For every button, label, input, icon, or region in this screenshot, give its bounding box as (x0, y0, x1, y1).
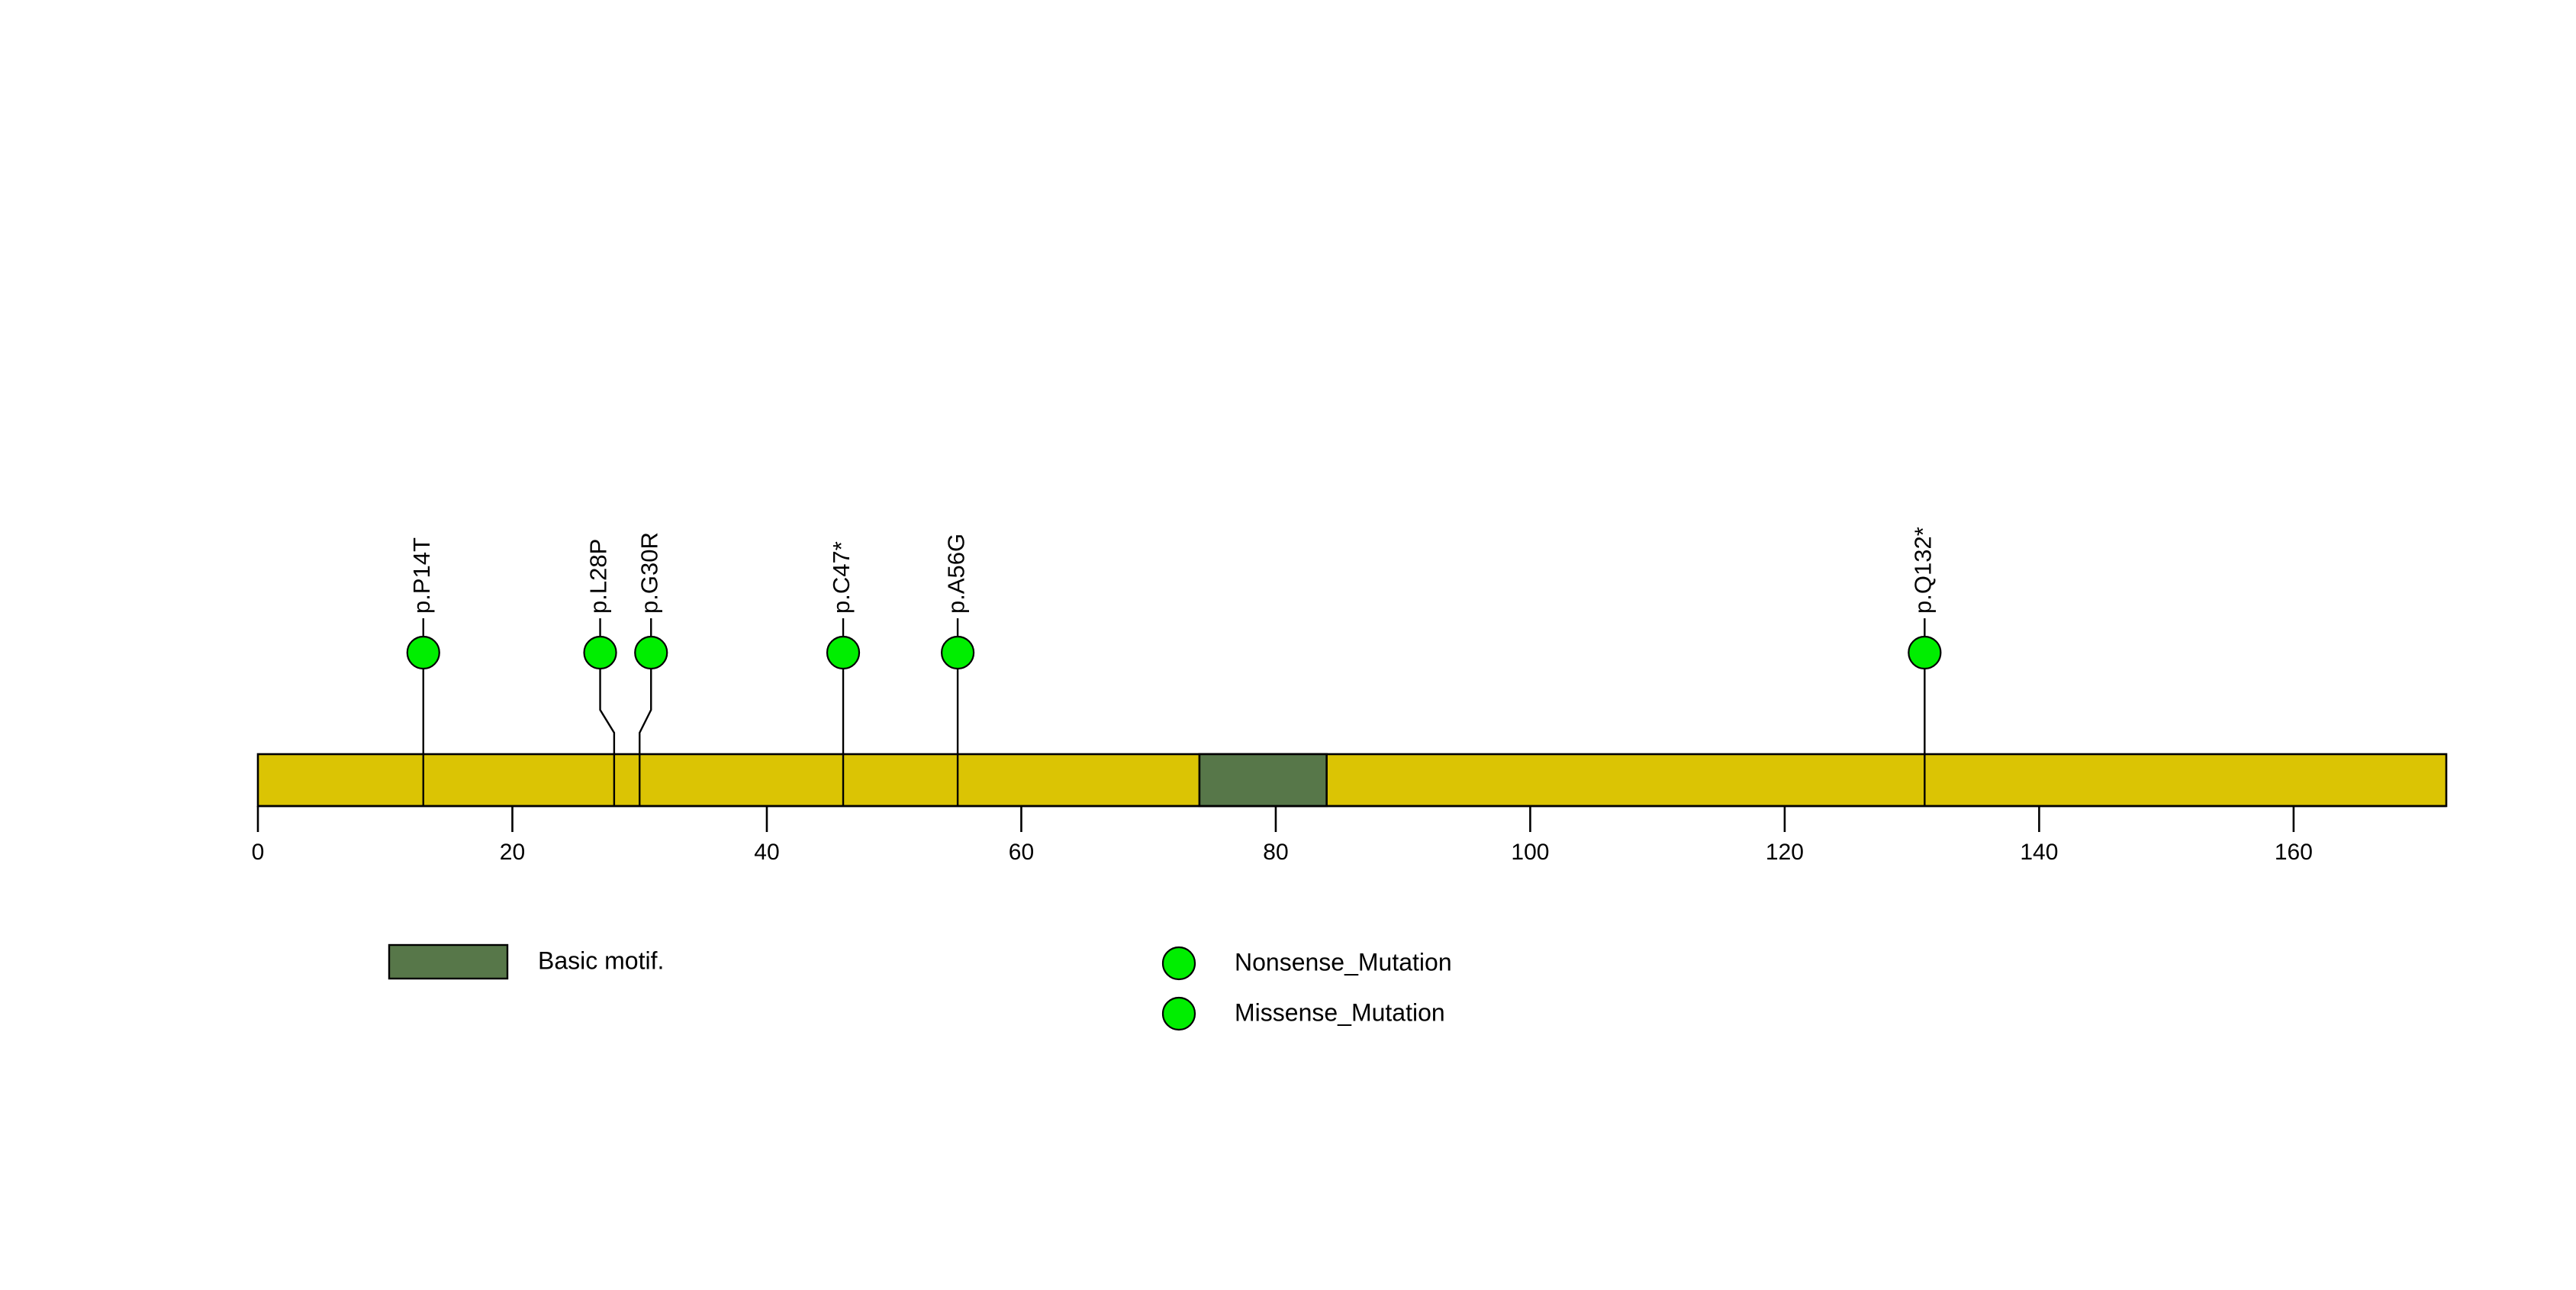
lollipop-head[interactable] (406, 635, 440, 670)
axis-tick-label: 0 (252, 840, 265, 865)
residue-axis: 0 20 40 60 80 100 120 140 160 (252, 805, 2446, 865)
protein-bar[interactable] (256, 753, 2448, 808)
domain-regions[interactable] (1198, 753, 1328, 808)
lollipop-heads[interactable] (406, 635, 1942, 670)
axis-tick-label: 20 (500, 840, 525, 865)
legend-domains[interactable]: Basic motif. (388, 943, 664, 980)
axis-tick-label: 140 (2020, 840, 2058, 865)
mutation-label: p.A56G (942, 534, 969, 614)
mutation-label: p.Q132* (1910, 527, 1937, 614)
axis-tick-label: 120 (1766, 840, 1804, 865)
axis-tick-label: 60 (1009, 840, 1034, 865)
lollipop-head[interactable] (826, 635, 861, 670)
lollipop-head[interactable] (634, 635, 668, 670)
mutation-label: p.P14T (408, 537, 435, 614)
lollipop-head[interactable] (583, 635, 617, 670)
axis-tick-label: 40 (754, 840, 779, 865)
lollipop-head[interactable] (940, 635, 975, 670)
lollipop-head[interactable] (1908, 635, 1942, 670)
axis-tick-label: 80 (1263, 840, 1288, 865)
axis-tick-label: 160 (2275, 840, 2313, 865)
legend-mutation-label: Missense_Mutation (1235, 998, 1445, 1026)
domain-region[interactable] (1198, 753, 1328, 808)
legend-domain-label: Basic motif. (538, 947, 664, 974)
mutation-label: p.C47* (828, 541, 855, 614)
axis-tick-label: 100 (1511, 840, 1549, 865)
mutation-label: p.G30R (636, 532, 662, 614)
legend-domain-swatch[interactable] (388, 943, 509, 980)
mutation-labels: p.P14T p.L28P p.G30R p.C47* p.A56G p.Q132* (408, 527, 1937, 614)
legend-mutation-label: Nonsense_Mutation (1235, 948, 1452, 976)
protein-backbone[interactable] (256, 753, 2448, 808)
mutation-label: p.L28P (585, 539, 612, 614)
legend-mutation-swatch[interactable] (1161, 996, 1196, 1031)
legend-mutation-swatch[interactable] (1161, 946, 1196, 981)
